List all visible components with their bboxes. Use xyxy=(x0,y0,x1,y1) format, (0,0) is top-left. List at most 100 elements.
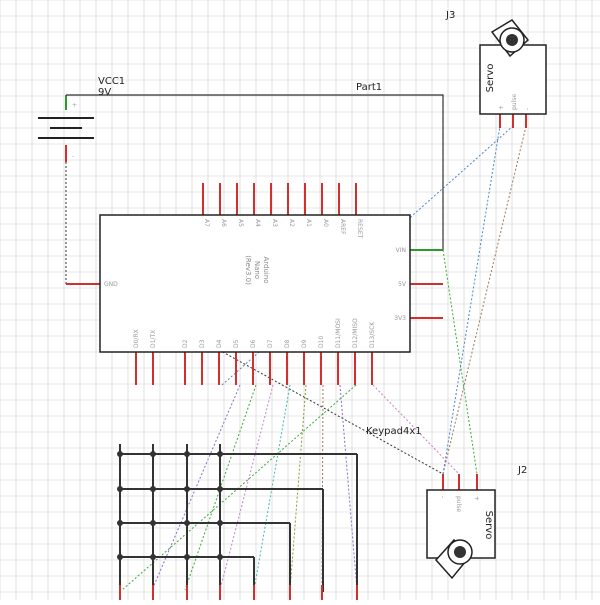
servo-j3-pin-labels: - xyxy=(524,108,531,110)
arduino-pin-label: D4 xyxy=(216,339,223,348)
servo-j2[interactable]: J2 Servo - pulse + xyxy=(426,465,527,580)
arduino-pin-label: D0/RX xyxy=(133,329,140,348)
servo-j3-name-wrap: Servo xyxy=(485,64,496,93)
arduino-title-line: Arduino xyxy=(262,256,270,283)
arduino-pin-label: D2 xyxy=(182,339,189,348)
keypad-junction xyxy=(184,486,190,492)
servo-j2-pin-label: - xyxy=(439,496,446,498)
arduino-pin-label-wrap: D13/SCK xyxy=(369,321,376,348)
arduino-pin-label-wrap: A2 xyxy=(288,219,295,227)
arduino-pin-label-wrap: A4 xyxy=(254,219,261,227)
keypad-junction xyxy=(217,451,223,457)
keypad-junction xyxy=(150,554,156,560)
servo-j3-body xyxy=(479,44,547,115)
j3-plus-wire xyxy=(442,125,501,475)
arduino-pin-label-wrap: D3 xyxy=(199,339,206,348)
keypad-name: Keypad4x1 xyxy=(366,426,422,437)
servo-j3-ref: J3 xyxy=(445,10,455,21)
servo-j2-pin-labels: pulse xyxy=(455,496,462,512)
keypad-junction xyxy=(150,486,156,492)
keypad-junction xyxy=(117,520,123,526)
keypad-junction xyxy=(217,486,223,492)
arduino-pin-label-wrap: D10 xyxy=(318,336,325,348)
servo-j2-name: Servo xyxy=(483,511,494,540)
arduino-pin-label: A2 xyxy=(288,219,295,227)
arduino-pin-label: D6 xyxy=(250,339,257,348)
d13-to-j2-wire xyxy=(372,384,460,475)
arduino-pin-label: D9 xyxy=(301,339,308,348)
servo-j2-name-wrap: Servo xyxy=(483,511,494,540)
servo-j2-horn-icon xyxy=(434,538,473,580)
arduino-pin-label: D12/MISO xyxy=(352,318,359,348)
arduino-body xyxy=(99,214,411,353)
arduino-pin-label: AREF xyxy=(339,219,346,235)
servo-j2-pin-label: + xyxy=(473,496,480,501)
keypad-junction xyxy=(184,554,190,560)
keypad-wire xyxy=(151,384,241,591)
j3-minus-wire xyxy=(442,125,527,475)
keypad-junction xyxy=(117,554,123,560)
arduino-pin-label: VIN xyxy=(396,247,406,254)
gnd-wire xyxy=(65,162,100,285)
arduino-pin-label: D13/SCK xyxy=(369,321,376,348)
servo-j3-pin-labels: pulse xyxy=(511,94,518,110)
arduino-pin-label: D3 xyxy=(199,339,206,348)
keypad-wire xyxy=(219,384,274,591)
arduino-pin-label-wrap: D0/RX xyxy=(133,329,140,348)
arduino-pin-label-wrap: D7 xyxy=(267,339,274,348)
servo-j3-pin-labels: + xyxy=(498,105,505,110)
arduino-pin-label: 3V3 xyxy=(394,315,406,322)
arduino-pin-label: RESET xyxy=(356,219,363,239)
arduino-pin-label-wrap: D6 xyxy=(250,339,257,348)
keypad-junction xyxy=(150,520,156,526)
battery-minus-sign: - xyxy=(72,153,74,160)
keypad-junction xyxy=(217,554,223,560)
servo-j3-name: Servo xyxy=(485,64,496,93)
servo-j3-pin-label: pulse xyxy=(511,94,518,110)
arduino-pin-label: A7 xyxy=(203,219,210,227)
arduino-pin-label-wrap: A3 xyxy=(271,219,278,227)
arduino-pin-label: GND xyxy=(104,281,118,288)
arduino-pin-label-wrap: A7 xyxy=(203,219,210,227)
arduino-pin-label: D8 xyxy=(284,339,291,348)
keypad-junction xyxy=(117,486,123,492)
arduino-pin-label: D1/TX xyxy=(150,330,157,348)
battery-voltage: 9V xyxy=(98,87,111,98)
arduino-pin-label: 5V xyxy=(398,281,407,288)
servo-j3[interactable]: J3 Servo + pulse - xyxy=(445,10,547,128)
keypad-matrix xyxy=(117,444,358,600)
arduino-pin-label: D5 xyxy=(233,339,240,348)
servo-j3-horn-icon xyxy=(490,19,530,58)
arduino-pin-label-wrap: AREF xyxy=(339,219,346,235)
arduino-pin-label-wrap: D12/MISO xyxy=(352,318,359,348)
arduino-pin-label-wrap: A5 xyxy=(237,219,244,227)
arduino-pin-label-wrap: D5 xyxy=(233,339,240,348)
arduino-pin-label-wrap: A6 xyxy=(220,219,227,227)
arduino-pin-label-wrap: A1 xyxy=(305,219,312,227)
arduino-pin-label: A1 xyxy=(305,219,312,227)
keypad-junction xyxy=(117,451,123,457)
keypad-wire xyxy=(253,384,291,591)
arduino-pin-label-wrap: D11/MOSI xyxy=(335,318,342,348)
servo-j2-ref: J2 xyxy=(517,465,527,476)
keypad-4x1[interactable]: Keypad4x1 xyxy=(117,426,422,600)
arduino-pin-label: A4 xyxy=(254,219,261,227)
keypad-junction xyxy=(150,451,156,457)
servo-j2-pin-label: pulse xyxy=(455,496,462,512)
arduino-pin-label-wrap: RESET xyxy=(356,219,363,239)
wire-label-part1: Part1 xyxy=(356,82,382,93)
arduino-pin-label-wrap: D9 xyxy=(301,339,308,348)
arduino-title-line: Nano xyxy=(253,261,261,279)
keypad-junction xyxy=(217,520,223,526)
arduino-pin-label: D10 xyxy=(318,336,325,348)
arduino-pin-label-wrap: D4 xyxy=(216,339,223,348)
arduino-pin-leads xyxy=(66,183,443,385)
arduino-pin-label: A5 xyxy=(237,219,244,227)
battery-vcc1[interactable]: + - VCC1 9V xyxy=(38,76,125,162)
keypad-junction xyxy=(184,520,190,526)
servo-j2-pin-labels: + xyxy=(473,496,480,501)
